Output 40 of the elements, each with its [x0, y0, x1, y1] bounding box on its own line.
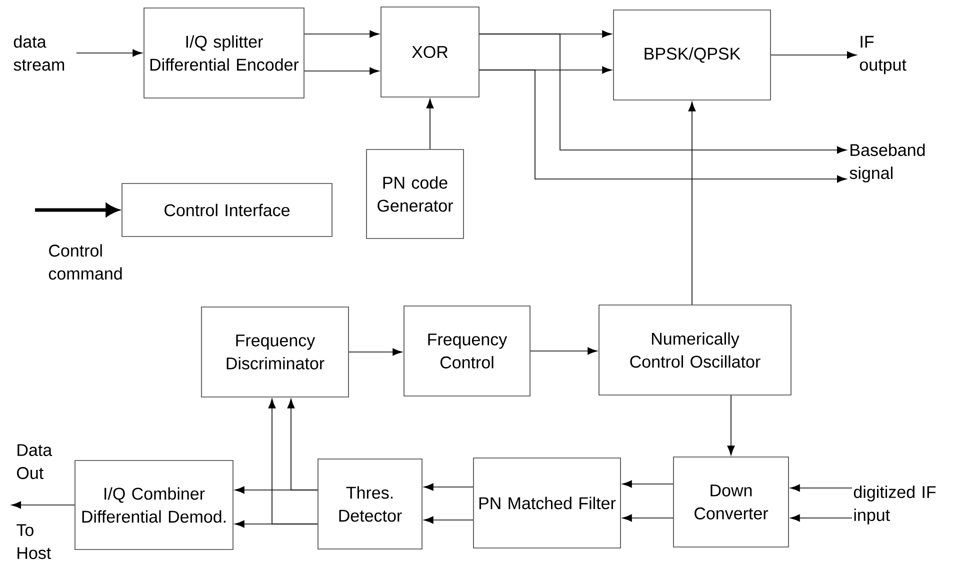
signal-label: data stream: [14, 35, 64, 71]
arrow: [530, 347, 598, 355]
arrow: [790, 514, 852, 522]
arrow: [622, 480, 674, 488]
block-box: Control Interface: [122, 183, 332, 237]
text-label: To Host: [16, 524, 52, 560]
arrow: [304, 30, 380, 38]
arrow: [622, 514, 674, 522]
arrow: [479, 34, 847, 154]
block-box: PN Matched Filter: [473, 458, 621, 548]
arrow: [424, 483, 474, 491]
arrow: [727, 395, 735, 456]
arrow: [790, 484, 852, 492]
block-box: I/Q Combiner Differential Demod.: [74, 460, 234, 550]
block-box: Numerically Control Oscillator: [598, 304, 792, 396]
block-box: PN code Generator: [366, 149, 464, 239]
signal-label: Baseband signal: [850, 144, 925, 182]
block-box: XOR: [380, 6, 480, 98]
arrow: [35, 204, 118, 216]
arrow: [424, 516, 474, 524]
text-label: Control command: [48, 244, 122, 280]
arrow: [479, 70, 847, 183]
arrow: [304, 67, 380, 75]
arrow: [76, 49, 142, 57]
block-box: I/Q splitter Differential Encoder: [144, 8, 304, 98]
block-box: Frequency Discriminator: [201, 306, 349, 398]
block-box: Down Converter: [673, 456, 789, 548]
text-label: Data Out: [17, 444, 52, 480]
signal-label: IF output: [860, 36, 906, 74]
arrow: [11, 501, 75, 509]
block-box: BPSK/QPSK: [613, 10, 771, 100]
arrow: [688, 102, 696, 305]
block-box: Frequency Control: [404, 306, 530, 396]
arrow: [268, 398, 318, 524]
arrow: [348, 348, 402, 356]
arrow: [426, 98, 434, 150]
arrow: [770, 51, 857, 59]
signal-label: digitized IF input: [854, 486, 936, 524]
block-box: Thres. Detector: [318, 458, 422, 550]
arrow: [287, 398, 318, 490]
